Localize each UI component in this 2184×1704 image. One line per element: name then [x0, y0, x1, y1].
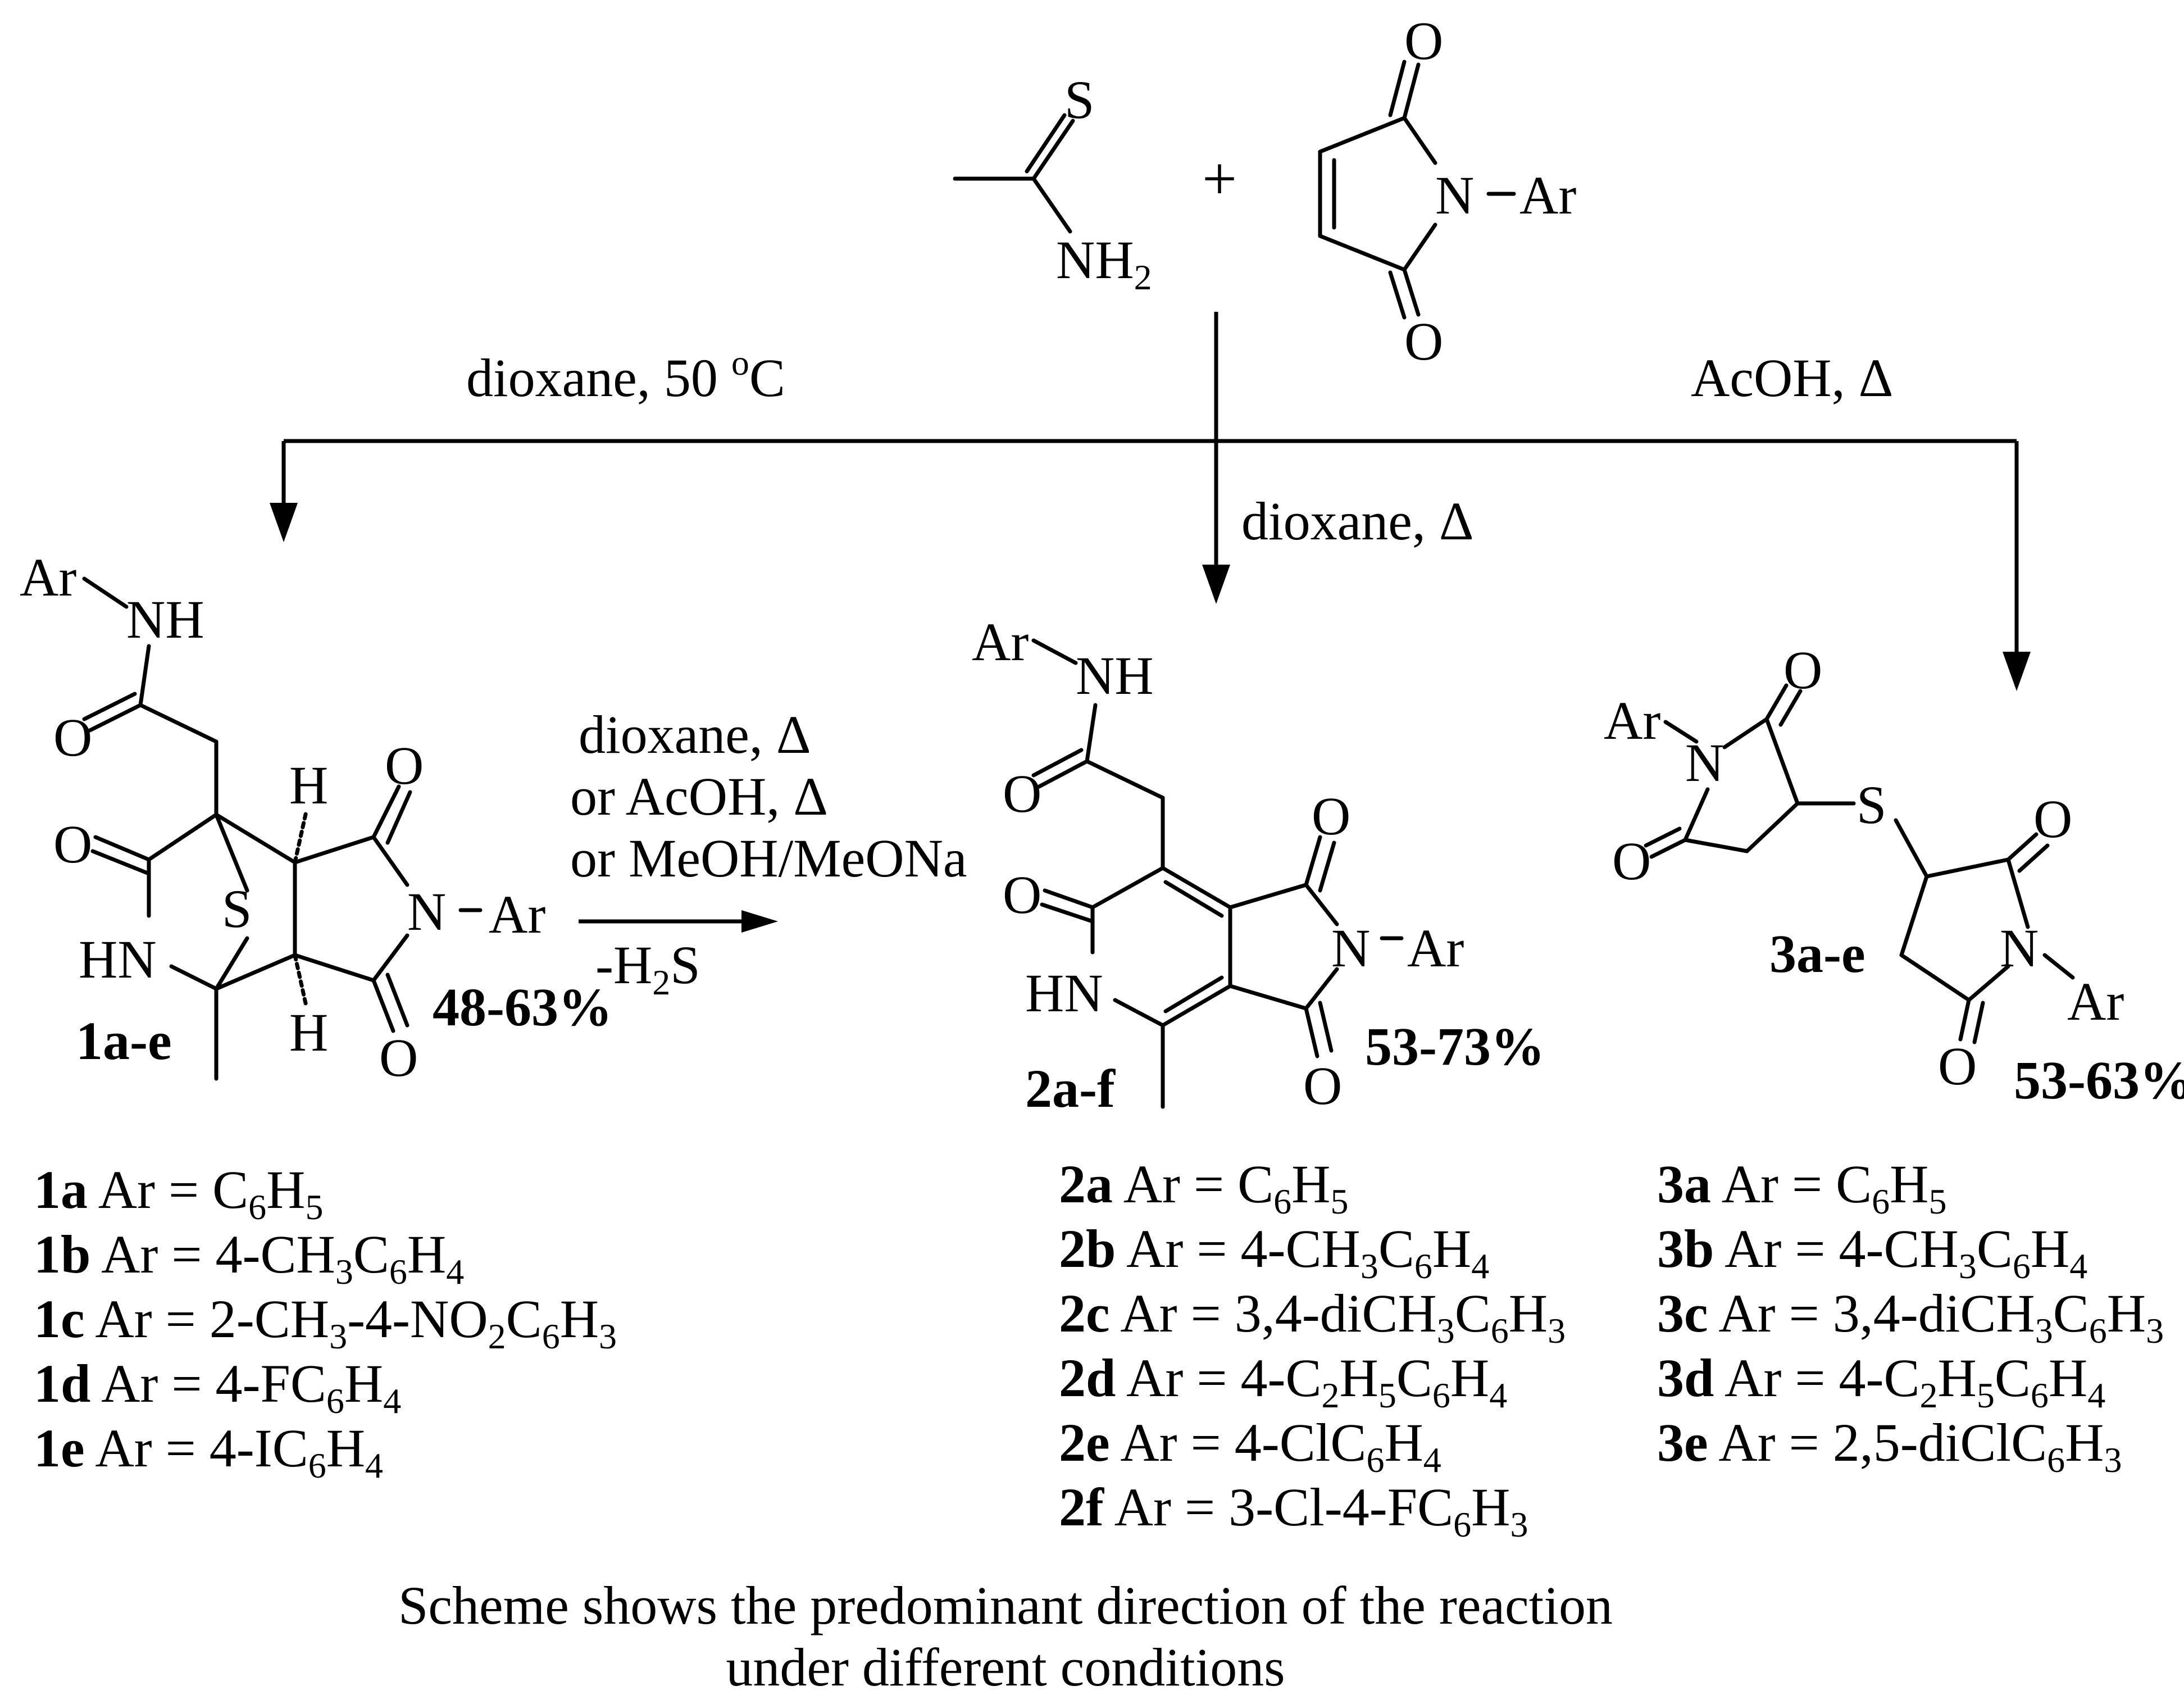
p3-oxygen-top-right: O	[2033, 789, 2072, 849]
variant-2d: 2d Ar = 4-C2H5C6H4	[1059, 1348, 1507, 1415]
thioamide-amine: NH2	[1056, 230, 1152, 297]
p3-aryl-left: Ar	[1604, 690, 1660, 751]
p2-imide-nitrogen: N	[1331, 918, 1370, 978]
product-3-structure: Ar N O O S O N Ar O	[1604, 640, 2124, 1096]
maleimide-aryl: Ar	[1519, 165, 1576, 225]
p2-lactam-oxygen: O	[1003, 865, 1041, 925]
p1-h-bottom: H	[289, 1002, 328, 1062]
reaction-arrows	[270, 312, 2031, 933]
product-3-label: 3a-e	[1769, 924, 1866, 984]
variant-1d: 1d Ar = 4-FC6H4	[34, 1353, 401, 1421]
variant-3b: 3b Ar = 4-CH3C6H4	[1657, 1219, 2087, 1286]
p1-lactam-oxygen: O	[53, 814, 92, 874]
p2-imide-oxygen-top: O	[1312, 786, 1350, 846]
p2-hn: HN	[1025, 963, 1103, 1023]
p1-imide-oxygen-top: O	[385, 735, 424, 796]
p1-amide-oxygen: O	[53, 707, 92, 767]
variant-2e: 2e Ar = 4-ClC6H4	[1059, 1412, 1441, 1480]
maleimide-oxygen-bottom: O	[1404, 311, 1443, 371]
variant-3d: 3d Ar = 4-C2H5C6H4	[1657, 1348, 2105, 1415]
variant-1a: 1a Ar = C6H5	[34, 1160, 324, 1227]
p3-oxygen-top-left: O	[1783, 640, 1822, 700]
variant-2c: 2c Ar = 3,4-diCH3C6H3	[1059, 1283, 1566, 1351]
product-1-variants: 1a Ar = C6H5 1b Ar = 4-CH3C6H4 1c Ar = 2…	[34, 1160, 617, 1485]
condition-middle: dioxane, Δ	[1241, 491, 1474, 551]
variant-3a: 3a Ar = C6H5	[1657, 1154, 1947, 1221]
product-3-variants: 3a Ar = C6H5 3b Ar = 4-CH3C6H4 3c Ar = 3…	[1657, 1154, 2164, 1480]
conversion-condition-1: dioxane, Δ	[579, 705, 811, 765]
conversion-condition-3: or MeOH/MeONa	[570, 828, 967, 888]
p1-aryl: Ar	[489, 884, 545, 944]
variant-3e: 3e Ar = 2,5-diClC6H3	[1657, 1412, 2122, 1480]
product-1-yield: 48-63%	[433, 977, 612, 1037]
p2-aryl-top: Ar	[972, 612, 1029, 672]
p1-hn: HN	[79, 929, 157, 989]
p2-aryl: Ar	[1407, 918, 1464, 978]
product-2-yield: 53-73%	[1365, 1016, 1545, 1076]
p1-aryl-top: Ar	[20, 547, 76, 607]
product-2-label: 2a-f	[1025, 1058, 1116, 1119]
p3-nitrogen-left: N	[1685, 733, 1724, 793]
maleimide-oxygen-top: O	[1404, 11, 1443, 71]
thioamide-sulfur: S	[1064, 70, 1094, 130]
p1-h-top: H	[289, 755, 328, 815]
variant-1b: 1b Ar = 4-CH3C6H4	[34, 1224, 464, 1292]
p3-nitrogen-right: N	[2000, 918, 2039, 978]
p3-aryl-right: Ar	[2067, 971, 2124, 1032]
condition-right: AcOH, Δ	[1691, 348, 1893, 408]
plus-sign: +	[1202, 144, 1237, 213]
conversion-condition-2: or AcOH, Δ	[570, 766, 828, 826]
thioacetamide: S NH2	[953, 70, 1152, 297]
variant-2b: 2b Ar = 4-CH3C6H4	[1059, 1219, 1489, 1286]
p1-bridging-sulfur: S	[222, 879, 252, 939]
maleimide-nitrogen: N	[1435, 165, 1474, 225]
caption-line-2: under different conditions	[726, 1637, 1285, 1697]
product-2-structure: Ar NH O O HN O O N Ar	[972, 612, 1464, 1116]
variant-3c: 3c Ar = 3,4-diCH3C6H3	[1657, 1283, 2164, 1351]
product-1-structure: Ar NH O O HN S H H O O	[20, 547, 545, 1088]
variant-2f: 2f Ar = 3-Cl-4-FC6H3	[1059, 1477, 1528, 1544]
variant-2a: 2a Ar = C6H5	[1059, 1154, 1349, 1221]
p1-imide-oxygen-bottom: O	[379, 1028, 418, 1088]
caption-line-1: Scheme shows the predominant direction o…	[398, 1575, 1613, 1635]
condition-left: dioxane, 50 oC	[466, 343, 785, 408]
p3-oxygen-bottom-right: O	[1938, 1036, 1977, 1096]
p1-nh-top: NH	[126, 589, 204, 649]
p1-imide-nitrogen: N	[407, 881, 446, 942]
p2-amide-oxygen: O	[1003, 764, 1041, 824]
conversion-condition-4: -H2S	[595, 935, 700, 1002]
variant-1e: 1e Ar = 4-IC6H4	[34, 1418, 383, 1485]
p3-oxygen-bottom-left: O	[1612, 831, 1651, 891]
p2-nh-top: NH	[1076, 646, 1154, 706]
product-3-yield: 53-63%	[2014, 1050, 2184, 1110]
n-aryl-maleimide: O O N Ar	[1318, 11, 1576, 371]
variant-1c: 1c Ar = 2-CH3-4-NO2C6H3	[34, 1289, 617, 1356]
p3-sulfur: S	[1857, 775, 1886, 835]
product-2-variants: 2a Ar = C6H5 2b Ar = 4-CH3C6H4 2c Ar = 3…	[1059, 1154, 1566, 1544]
product-1-label: 1a-e	[76, 1011, 172, 1071]
p2-imide-oxygen-bottom: O	[1303, 1056, 1342, 1116]
